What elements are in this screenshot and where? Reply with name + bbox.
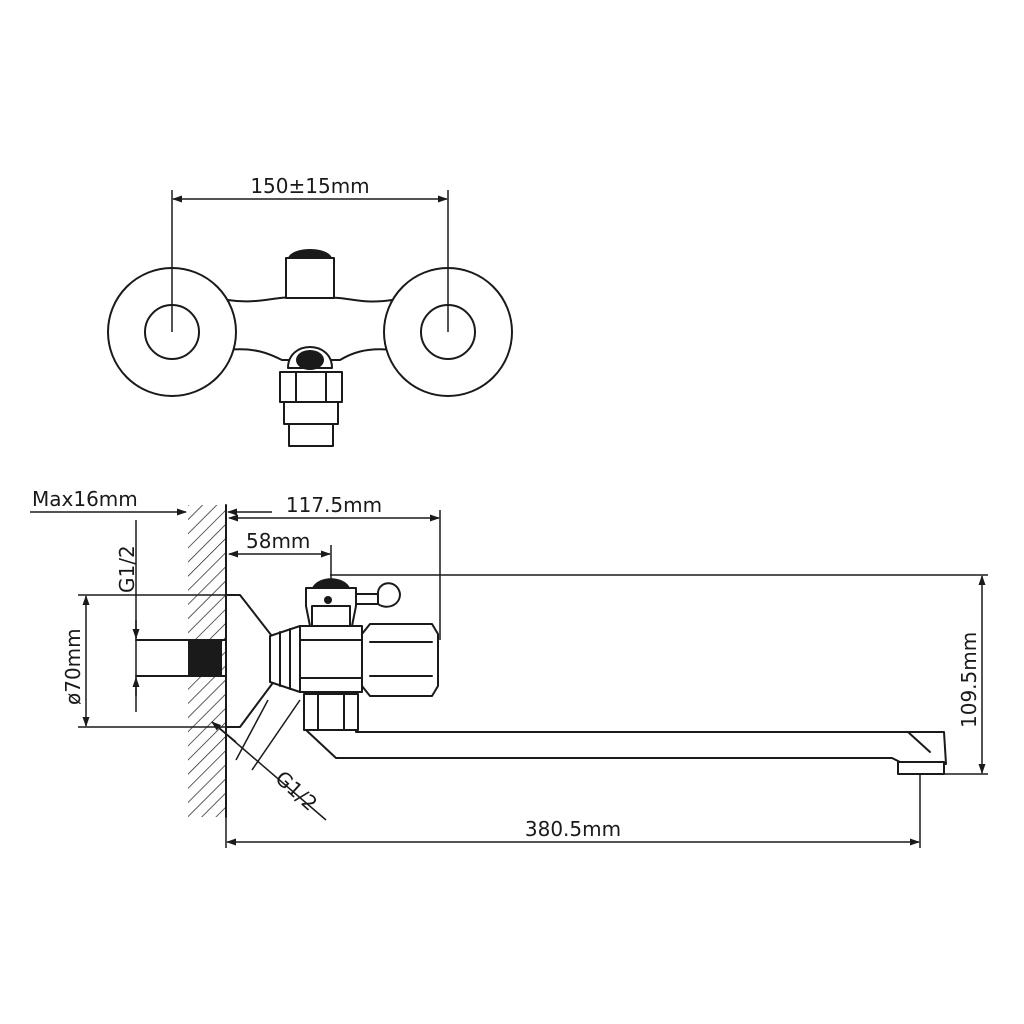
label-spout-length: 380.5mm xyxy=(525,817,621,841)
label-handle-spacing: 150±15mm xyxy=(250,174,369,198)
dim-wall-thickness: Max16mm xyxy=(30,487,272,516)
diverter-knob xyxy=(285,249,335,299)
side-view: Max16mm 117.5mm 58mm G1/2 ø70mm xyxy=(30,487,988,848)
diverter-lever xyxy=(305,578,401,627)
valve-body xyxy=(299,625,363,693)
label-reach-117: 117.5mm xyxy=(286,493,382,517)
label-offset-58: 58mm xyxy=(246,529,310,553)
label-flange-diameter: ø70mm xyxy=(61,628,85,705)
label-total-height: 109.5mm xyxy=(957,632,981,728)
center-outlet xyxy=(279,346,343,447)
dim-reach-117: 117.5mm xyxy=(228,493,441,640)
dim-total-height: 109.5mm xyxy=(330,574,988,775)
dim-outlet-thread: G1/2 xyxy=(211,721,327,821)
side-nut xyxy=(361,623,439,697)
label-inlet-thread: G1/2 xyxy=(115,545,139,593)
front-view: 150±15mm xyxy=(107,174,513,447)
spout xyxy=(305,729,947,775)
lower-nut xyxy=(303,693,359,731)
dim-offset-58: 58mm xyxy=(228,529,332,588)
dim-handle-spacing: 150±15mm xyxy=(171,174,449,332)
inlet-pipe xyxy=(135,639,227,677)
threaded-coupling xyxy=(269,625,301,693)
label-outlet-thread: G1/2 xyxy=(271,766,322,816)
dim-flange-diameter: ø70mm xyxy=(61,594,226,728)
label-wall-thickness: Max16mm xyxy=(32,487,138,511)
dim-spout-length: 380.5mm xyxy=(225,774,921,848)
flange xyxy=(225,594,276,728)
dim-inlet-thread: G1/2 xyxy=(115,520,140,712)
